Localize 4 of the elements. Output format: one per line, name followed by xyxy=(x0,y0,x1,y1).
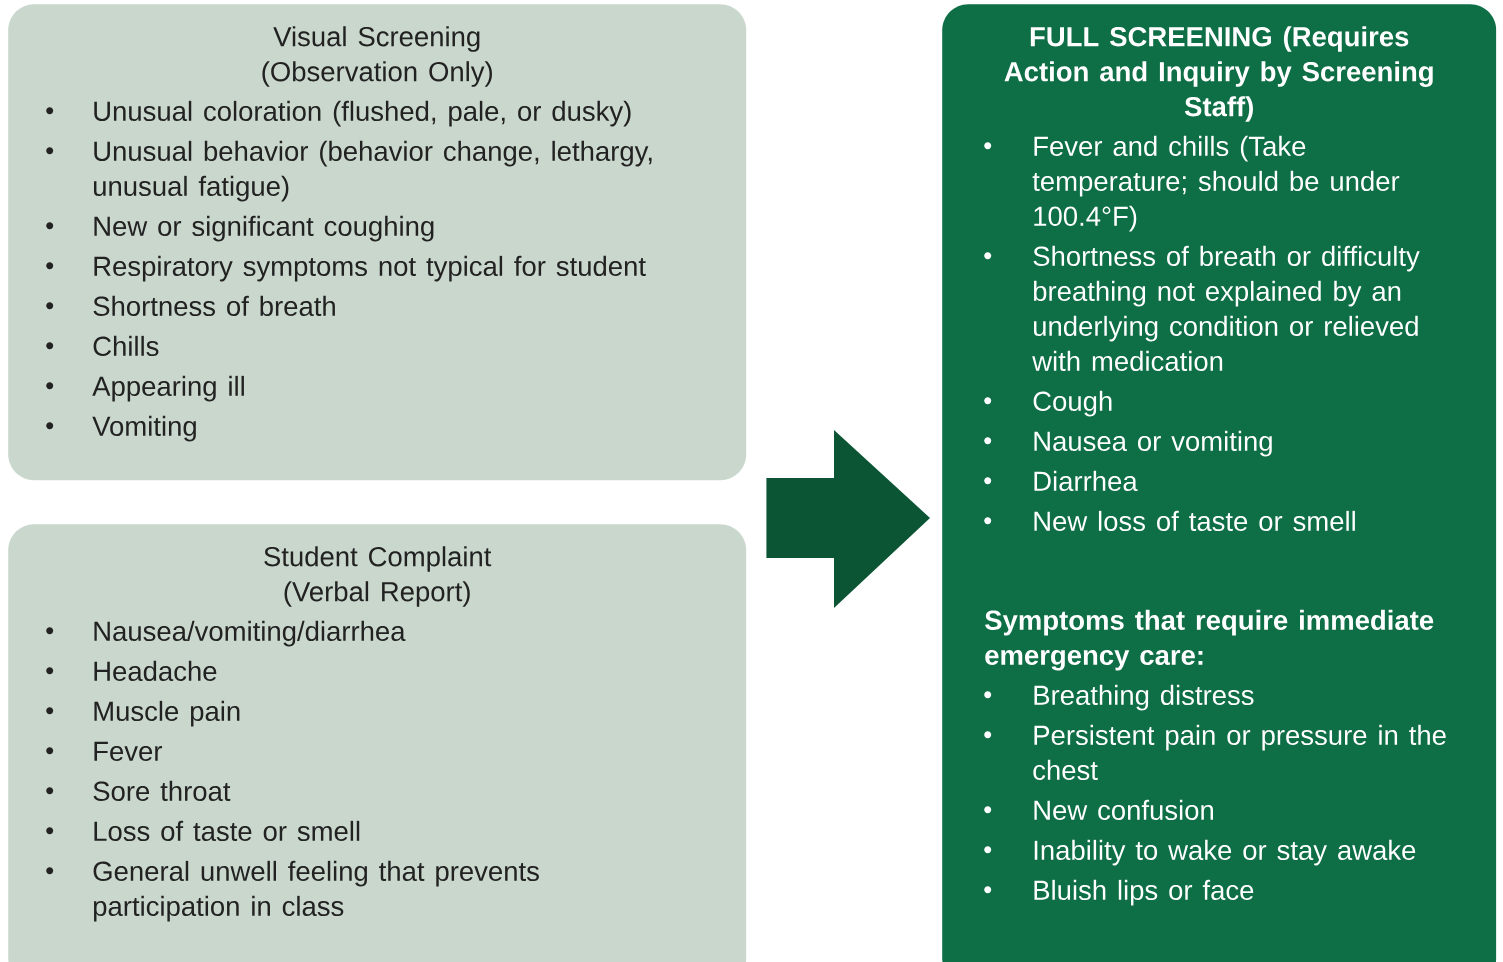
symptom-box: Student Complaint (Verbal Report) Nausea/vomiting/diarrhea Headache Muscle pain Fever Sore throat Loss of taste or smell General unwell feeling that prevents participation in class xyxy=(8,524,747,962)
symptom-box: Visual Screening (Observation Only) Unusual coloration (flushed, pale, or dusky) Unusual behavior (behavior change, lethargy, unusual fatigue) New or significant coughing Respiratory symptoms not typical for student Shortness of breath Chills Appearing ill Vomiting xyxy=(8,4,747,481)
block-arrow xyxy=(766,430,930,608)
symptom-box: FULL SCREENING (Requires Action and Inquiry by Screening Staff) Fever and chills (Take temperature; should be under 100.4°F) Shortness of breath or difficulty breathing not explained by an underlying condition or relieved with medication Cough Nausea or vomiting Diarrhea New loss of taste or smell Symptoms that require immediate emergency care: Breathing distress Persistent pain or pressure in the chest New confusion Inability to wake or stay awake Bluish lips or face xyxy=(942,4,1497,962)
